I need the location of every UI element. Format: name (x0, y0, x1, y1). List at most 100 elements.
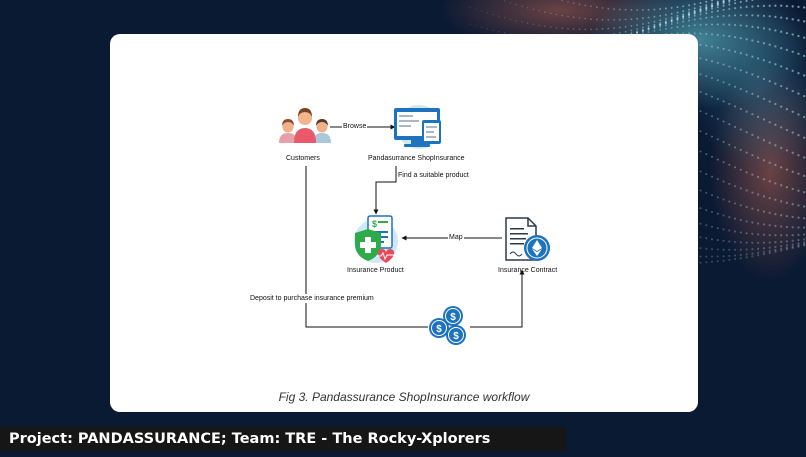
background-dot (785, 240, 789, 243)
background-dot (739, 168, 742, 171)
background-dot (739, 187, 742, 190)
background-dot (728, 254, 731, 257)
background-dot (682, 15, 685, 18)
background-dot (699, 17, 702, 20)
background-dot (803, 238, 806, 241)
background-dot (584, 28, 587, 31)
background-dot (774, 45, 777, 48)
background-dot (785, 149, 789, 152)
background-dot (688, 8, 690, 11)
background-dot (756, 26, 760, 29)
background-dot (664, 22, 667, 25)
background-dot (613, 8, 615, 10)
background-dot (739, 0, 742, 4)
background-dot (480, 10, 483, 12)
background-dot (785, 201, 789, 204)
background-dot (791, 151, 794, 154)
background-dot (751, 232, 754, 235)
background-dot (492, 13, 494, 16)
background-dot (751, 221, 754, 224)
background-dot (722, 214, 725, 217)
background-dot (762, 139, 766, 142)
background-dot (762, 97, 766, 101)
background-dot (728, 65, 731, 68)
background-dot (682, 13, 685, 16)
background-dot (710, 155, 714, 158)
background-dot (803, 94, 806, 98)
background-dot (745, 38, 748, 41)
background-dot (607, 27, 610, 30)
background-dot (653, 25, 656, 28)
background-dot (659, 22, 662, 24)
background-dot (664, 13, 667, 16)
background-dot (722, 259, 725, 262)
background-dot (716, 46, 719, 49)
background-dot (682, 20, 685, 23)
background-dot (745, 24, 748, 28)
background-dot (762, 42, 766, 45)
background-dot (705, 247, 708, 250)
background-dot (710, 77, 714, 80)
background-dot (751, 248, 754, 251)
background-dot (475, 8, 477, 10)
background-dot (659, 24, 662, 27)
background-dot (774, 144, 777, 147)
background-dot (797, 244, 800, 247)
background-dot (745, 171, 748, 174)
background-dot (756, 14, 760, 17)
background-dot (756, 222, 760, 225)
background-dot (722, 255, 725, 258)
background-dot (722, 34, 725, 37)
background-dot (710, 115, 714, 118)
background-dot (578, 28, 581, 31)
background-dot (676, 21, 679, 24)
background-dot (688, 13, 690, 16)
background-dot (762, 250, 766, 254)
background-dot (756, 4, 760, 8)
background-dot (734, 217, 737, 220)
background-dot (762, 195, 766, 198)
background-dot (653, 8, 656, 11)
background-dot (716, 33, 719, 36)
background-dot (780, 16, 783, 19)
background-dot (774, 245, 777, 249)
background-dot (751, 113, 754, 116)
background-dot (745, 248, 748, 251)
background-dot (601, 18, 604, 21)
background-dot (734, 36, 737, 39)
background-dot (498, 30, 500, 33)
background-dot (705, 32, 708, 35)
background-dot (705, 224, 708, 227)
background-dot (699, 43, 702, 46)
background-dot (797, 19, 800, 22)
background-dot (699, 222, 702, 225)
background-dot (722, 161, 725, 164)
background-dot (739, 241, 742, 244)
background-dot (664, 24, 667, 27)
background-dot (641, 32, 644, 35)
background-dot (728, 14, 731, 17)
background-dot (728, 200, 731, 203)
background-dot (561, 27, 563, 30)
background-dot (797, 34, 800, 38)
background-dot (526, 22, 529, 24)
background-dot (526, 7, 529, 9)
background-dot (780, 234, 783, 237)
svg-text:$: $ (453, 331, 459, 342)
background-dot (515, 3, 517, 6)
background-dot (739, 204, 742, 207)
background-dot (722, 4, 725, 7)
background-dot (803, 6, 806, 9)
background-dot (670, 20, 673, 23)
background-dot (756, 40, 760, 43)
background-dot (682, 15, 685, 18)
background-dot (705, 93, 708, 96)
background-dot (659, 23, 662, 26)
background-dot (716, 4, 719, 7)
background-dot (739, 69, 742, 72)
background-dot (722, 120, 725, 123)
background-dot (745, 5, 748, 8)
node-label-customers: Customers (286, 155, 320, 162)
insurance-contract-icon (505, 217, 550, 261)
background-dot (659, 8, 662, 10)
